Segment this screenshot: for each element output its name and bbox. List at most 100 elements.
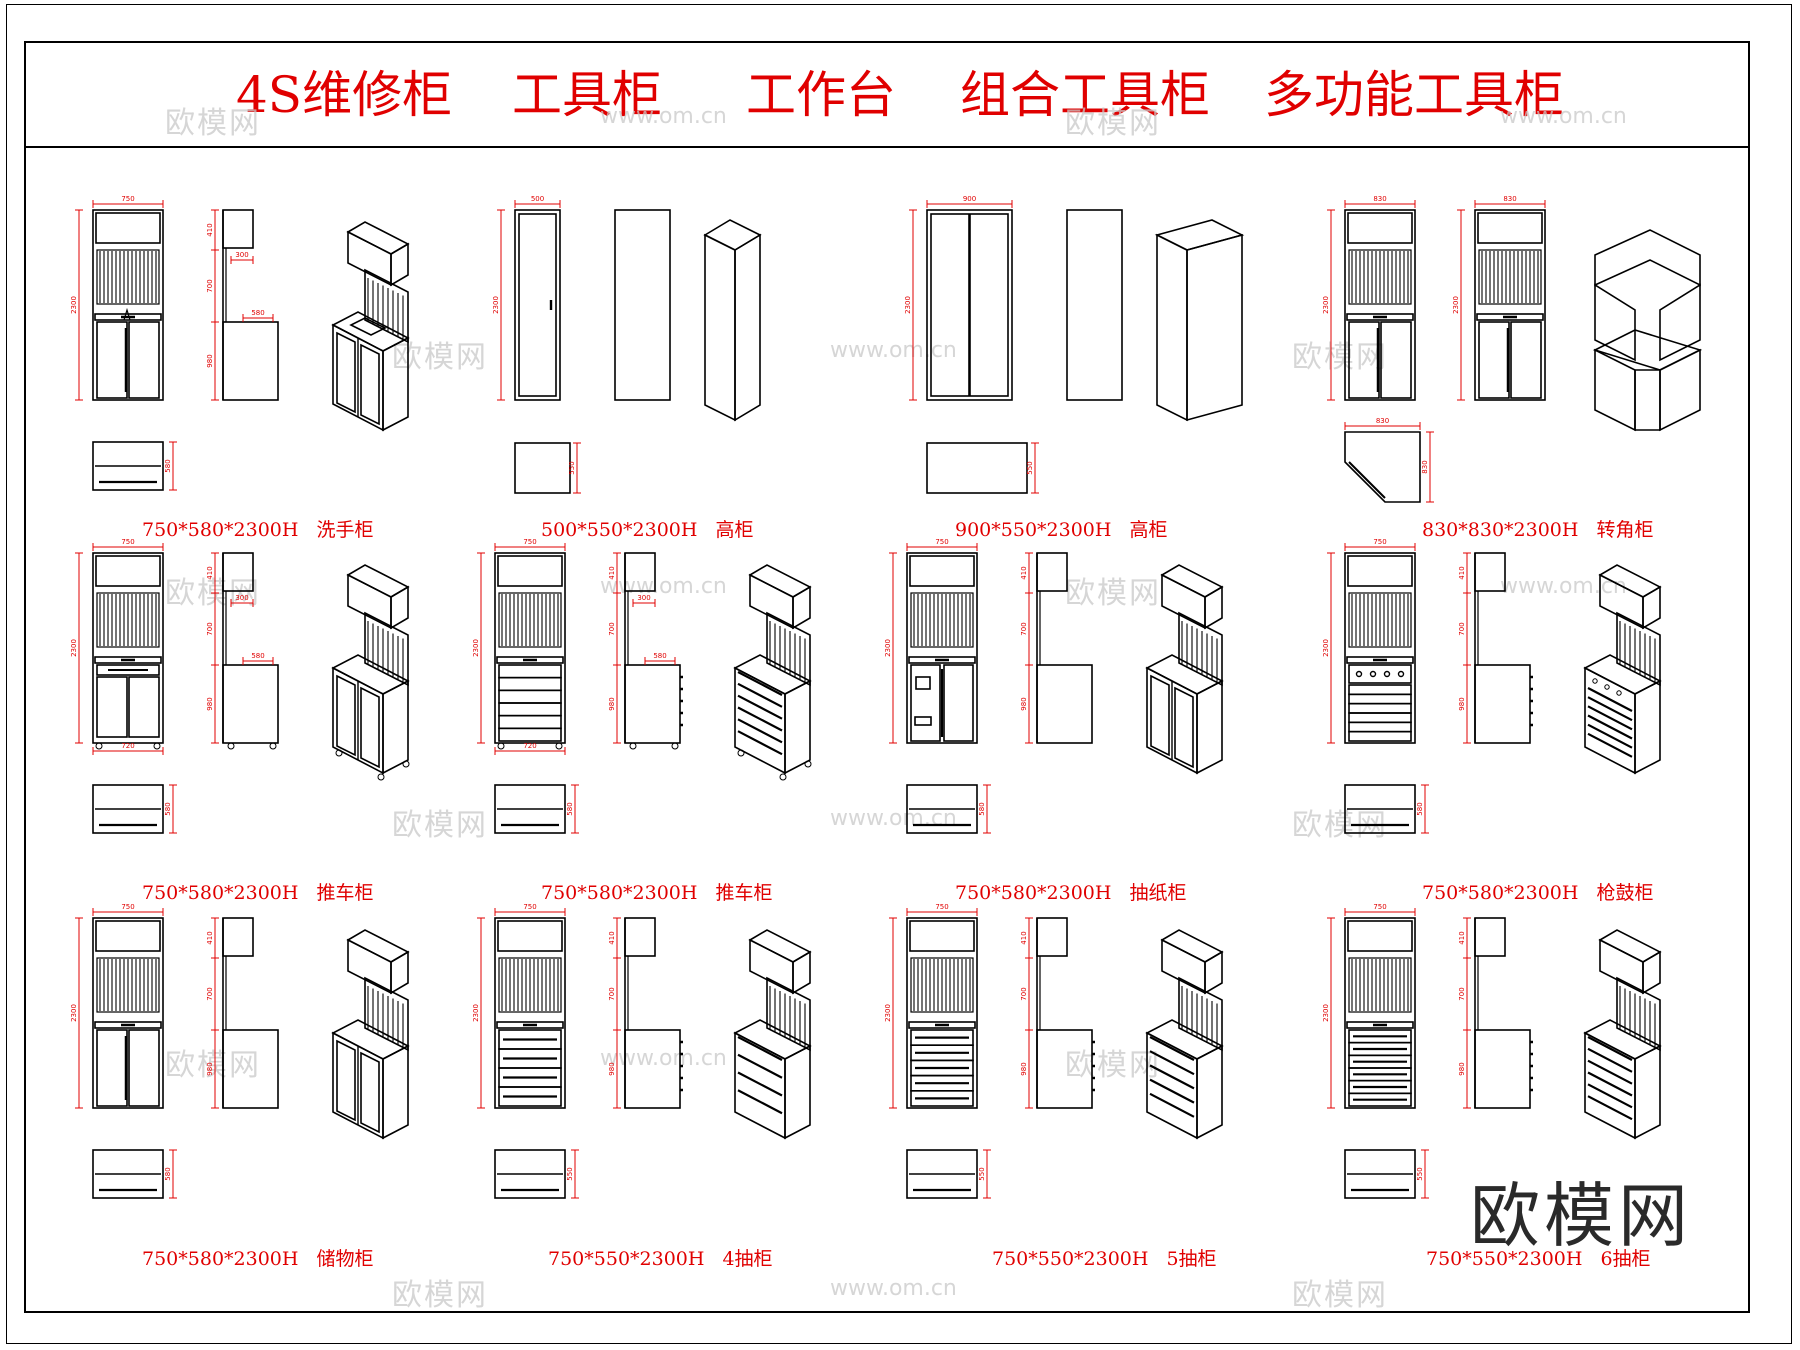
drawer (1348, 721, 1412, 733)
pegboard (910, 957, 974, 1013)
cabinet-name: 高柜 (715, 519, 754, 541)
iso-front (1156, 233, 1188, 422)
door-left (910, 664, 941, 742)
cabinet-size: 830*830*2300H (1422, 519, 1579, 541)
iso-pegboard (766, 611, 811, 687)
panel (1348, 249, 1412, 305)
dimension-label: 700 (1458, 987, 1466, 1000)
dimension-label: 580 (1416, 802, 1424, 815)
watermark-url: www.om.cn (830, 806, 957, 831)
iso-drawer-line (1587, 705, 1633, 731)
caster (779, 773, 787, 781)
dimension-label: 980 (1458, 1062, 1466, 1075)
watermark-text: 欧模网 (1065, 1048, 1161, 1083)
cabinet-name: 储物柜 (316, 1248, 374, 1270)
worktop (908, 1021, 976, 1029)
dimension-label: 2300 (1452, 296, 1460, 314)
panel (498, 592, 562, 648)
side-upper-cabinet (624, 917, 656, 957)
panel (1344, 552, 1416, 744)
panel (96, 249, 160, 305)
drum-knob (1383, 670, 1391, 678)
side-upper-cabinet (1036, 917, 1068, 957)
iso-drawer-line (737, 1036, 783, 1061)
drawer (1348, 702, 1412, 714)
iso-door (336, 331, 356, 414)
upper-cabinet (497, 555, 563, 587)
dimension-label: 410 (206, 566, 214, 579)
upper-cabinet (1477, 212, 1543, 244)
iso-drawer-line (1149, 1078, 1195, 1104)
side-upper-cabinet (1036, 552, 1068, 592)
dimension-label: 410 (1458, 931, 1466, 944)
cabinet-size: 750*580*2300H (142, 882, 299, 904)
panel (1348, 592, 1412, 648)
cabinet-size: 750*580*2300H (142, 1248, 299, 1270)
worktop (1346, 1021, 1414, 1029)
caster (153, 742, 161, 750)
iso-pegboard (364, 976, 409, 1052)
iso-drawer-line (1149, 1036, 1195, 1061)
cabinet-caption: 750*580*2300H 储物柜 (142, 1244, 391, 1271)
iso-drawer-line (737, 671, 783, 696)
drawing-title-frame (24, 41, 1750, 1313)
iso-upper-side (792, 585, 811, 630)
dimension-label: 980 (206, 697, 214, 710)
worktop (496, 1021, 564, 1029)
header-divider (24, 146, 1750, 148)
watermark-text: 欧模网 (392, 1278, 488, 1313)
drawer (498, 727, 562, 742)
side-lower-cabinet (1474, 1029, 1531, 1109)
dimension-label: 550 (1416, 1167, 1424, 1180)
iso-lower-side (1196, 1044, 1223, 1140)
iso-pegboard (1594, 283, 1636, 362)
side-upper-cabinet (222, 209, 254, 249)
side-upper-cabinet (222, 917, 254, 957)
worktop (1346, 656, 1414, 664)
caster (269, 742, 277, 750)
iso-lower-side (382, 336, 409, 432)
drawer (498, 702, 562, 717)
panel (494, 917, 566, 1109)
upper-cabinet (95, 555, 161, 587)
iso-upper-side (1642, 585, 1661, 630)
iso-upper-side (1642, 950, 1661, 995)
cabinet-name: 枪鼓柜 (1596, 882, 1654, 904)
dimension-label: 750 (121, 903, 134, 911)
pegboard (1478, 249, 1542, 305)
iso-pegboard (1178, 976, 1223, 1052)
side-upper-cabinet (1474, 917, 1506, 957)
watermark-url: www.om.cn (830, 1276, 957, 1301)
drawer (1348, 730, 1412, 742)
caster (497, 742, 505, 750)
dimension-label: 500 (531, 195, 544, 203)
iso-upper-front (1599, 938, 1644, 995)
drawer (498, 714, 562, 730)
dimension-label: 700 (1458, 622, 1466, 635)
plan-outline (494, 784, 566, 834)
side-lower-cabinet (624, 1029, 681, 1109)
iso-lower-side (784, 679, 811, 775)
iso-drawer-line (1149, 1064, 1195, 1090)
door-right (128, 321, 160, 399)
pegboard (96, 592, 160, 648)
plan-outline (494, 1149, 566, 1199)
dimension-label: 700 (608, 987, 616, 1000)
upper-cabinet (497, 920, 563, 952)
panel (92, 917, 164, 1109)
drawer (910, 1090, 974, 1107)
iso-drawer-line (1587, 687, 1633, 712)
iso-drawer-line (1587, 732, 1633, 758)
plan-outline (514, 442, 571, 494)
panel (92, 209, 164, 401)
brand-logo: 欧模网 (1470, 1175, 1692, 1257)
dimension-label: 750 (935, 538, 948, 546)
cabinet-name: 洗手柜 (316, 519, 374, 541)
tall-cabinet-front (926, 209, 1013, 401)
cabinet-size: 750*580*2300H (142, 519, 299, 541)
upper-cabinet (909, 555, 975, 587)
